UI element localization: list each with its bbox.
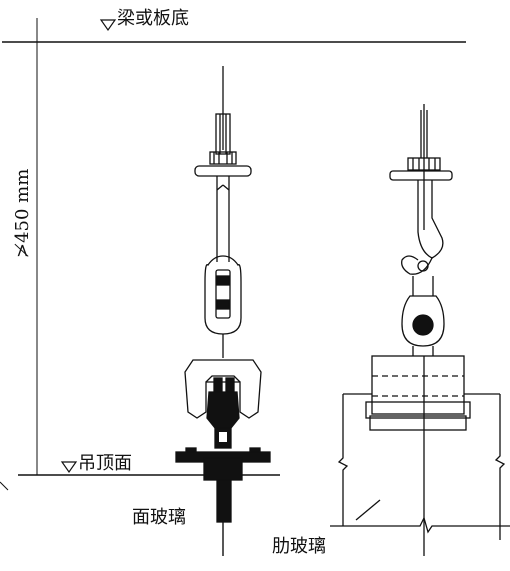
level-triangle-icon <box>60 461 78 474</box>
height-dimension: ≯450 mm <box>12 18 38 475</box>
rib-glass-edge-right <box>494 394 506 540</box>
beam-slab-bottom-label: 梁或板底 <box>117 8 189 29</box>
dimension-label: ≯450 mm <box>12 169 33 258</box>
nut <box>407 157 441 171</box>
hook <box>417 180 444 259</box>
face-glass-hanger <box>175 66 271 556</box>
break-line <box>330 516 510 534</box>
nut <box>209 151 237 165</box>
pin <box>412 314 434 336</box>
clamp-jaw <box>206 391 240 429</box>
rib-glass-label: 肋玻璃 <box>272 536 326 557</box>
washer-plate <box>194 165 252 177</box>
rib-glass-edge-left <box>337 394 349 526</box>
beam-slab-bottom-level: 梁或板底 <box>2 8 466 43</box>
rib-glass-hanger <box>330 104 510 556</box>
ceiling-surface-label: 吊顶面 <box>78 453 132 474</box>
leader-tick <box>0 481 9 491</box>
oval-link <box>204 255 242 335</box>
level-triangle-icon <box>99 19 117 32</box>
rib-clamp <box>371 355 465 415</box>
pin-block <box>401 295 445 347</box>
rod-sleeve <box>215 113 231 155</box>
face-glass-label: 面玻璃 <box>132 507 186 528</box>
washer-plate <box>389 170 453 181</box>
face-glass-panel <box>216 479 232 523</box>
